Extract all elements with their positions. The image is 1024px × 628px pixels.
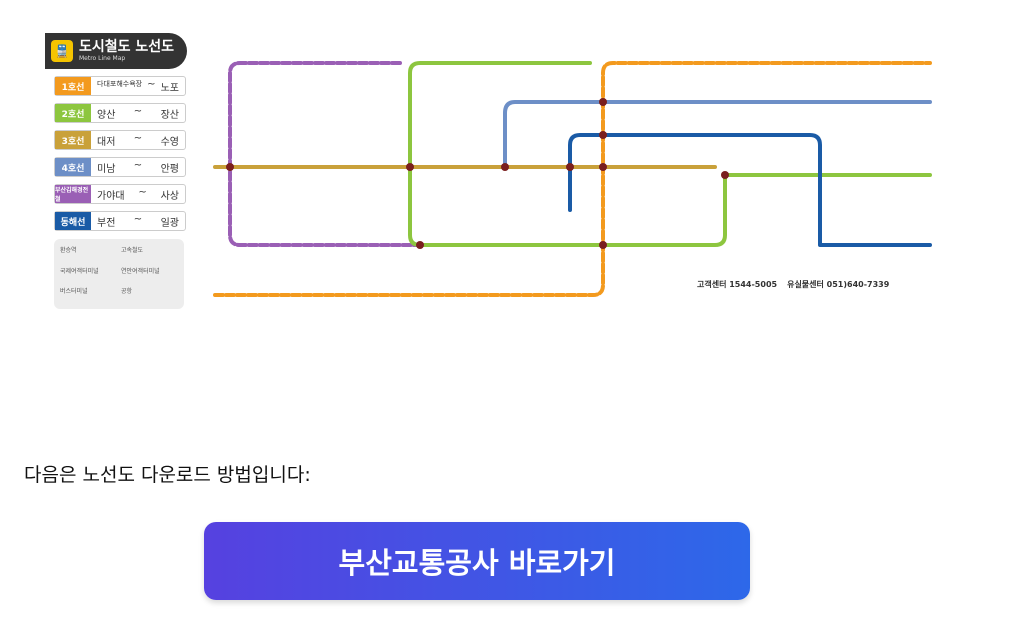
metro-lines (213, 61, 932, 297)
map-footer: 고객센터 1544-5005 유실물센터 051)640-7339 (697, 280, 890, 289)
ktx-icon: 고속철도 (121, 247, 144, 254)
ship-icon: 국제여객터미널 (60, 267, 99, 275)
airport-icon: 공항 (121, 288, 133, 296)
line-donghae (568, 133, 932, 247)
ferry-icon: 연안여객터미널 (121, 267, 160, 275)
transfer-stations (226, 98, 729, 249)
busan-transit-link-button[interactable]: 부산교통공사 바로가기 (204, 522, 750, 600)
bus-icon: 버스터미널 (60, 288, 88, 296)
transfer-icon: 환승역 (60, 247, 77, 254)
line-1 (213, 61, 932, 297)
body-text: 다음은 노선도 다운로드 방법입니다: (24, 464, 311, 486)
train-icon: 🚆 (51, 40, 73, 62)
icon-legend: 환승역 고속철도 국제여객터미널 연안여객터미널 버스터미널 공항 (54, 239, 184, 309)
line-4 (503, 100, 932, 169)
line-bgl (228, 61, 422, 247)
line-2 (408, 61, 932, 247)
